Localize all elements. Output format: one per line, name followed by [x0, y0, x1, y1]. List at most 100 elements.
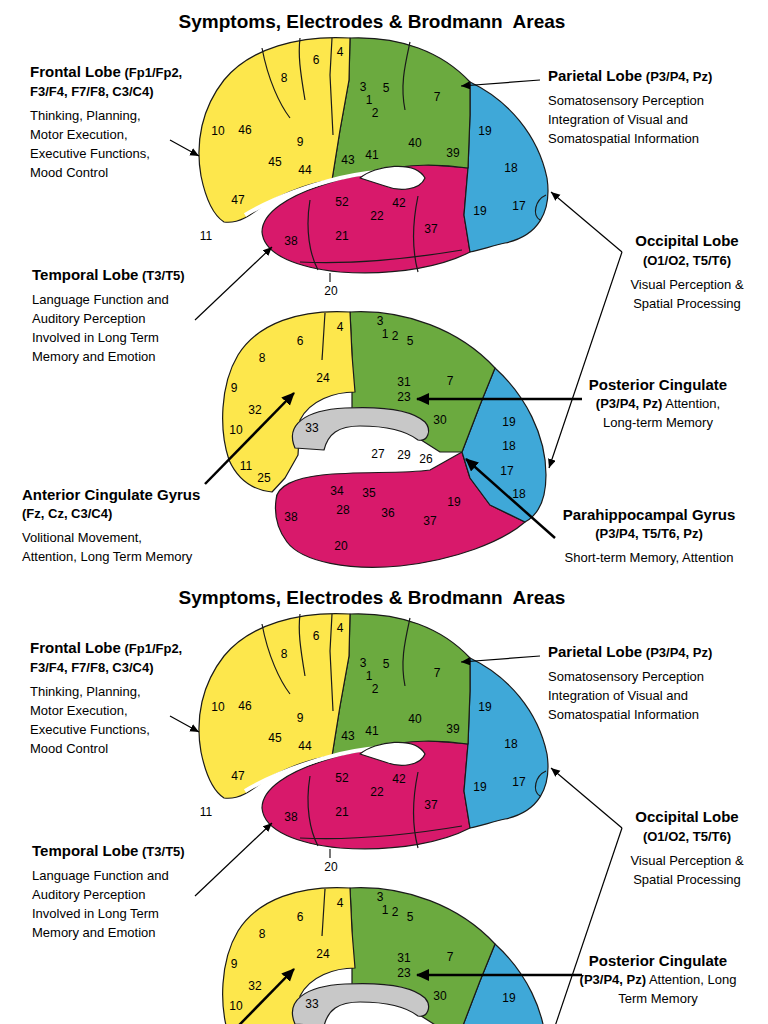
brodmann-number: 9: [297, 711, 304, 725]
brodmann-number: 3: [377, 314, 384, 328]
brodmann-number: 29: [397, 448, 410, 462]
brodmann-number: 32: [248, 979, 261, 993]
brodmann-number: 9: [297, 135, 304, 149]
brodmann-number: 25: [257, 471, 270, 485]
lobe-heading: Occipital Lobe: [635, 232, 738, 249]
brodmann-number: 41: [365, 148, 378, 162]
brodmann-number: 38: [284, 510, 297, 524]
brodmann-number: 7: [447, 374, 454, 388]
brodmann-number: 11: [240, 459, 252, 473]
lobe-heading: Parahippocampal Gyrus: [535, 505, 763, 524]
brodmann-number: 26: [419, 452, 432, 466]
brodmann-number: 2: [392, 905, 399, 919]
callout-block: Parietal Lobe (P3/P4, Pz)Somatosensory P…: [548, 642, 760, 724]
brodmann-number: 8: [281, 647, 288, 661]
electrode-sites: (O1/O2, T5/T6): [643, 829, 731, 844]
brodmann-number: 45: [268, 731, 281, 745]
brodmann-number: 44: [298, 739, 311, 753]
callout-block: Posterior Cingulate (P3/P4, Pz) Attentio…: [578, 951, 738, 1008]
lobe-heading: Parietal Lobe: [548, 67, 642, 84]
brodmann-number: 6: [313, 53, 320, 67]
brodmann-number: 20: [324, 860, 337, 874]
brodmann-number: 33: [305, 997, 318, 1011]
brodmann-number: 6: [297, 910, 304, 924]
lobe-heading: Posterior Cingulate: [578, 375, 738, 394]
brodmann-number: 43: [341, 153, 354, 167]
brodmann-number: 19: [502, 415, 515, 429]
brodmann-number: 6: [313, 629, 320, 643]
lateral-brain: [199, 614, 548, 858]
brodmann-number: 41: [365, 724, 378, 738]
callout-block: Occipital Lobe (O1/O2, T5/T6)Visual Perc…: [612, 231, 762, 313]
brodmann-number: 5: [407, 910, 414, 924]
callout-block: Temporal Lobe (T3/T5)Language Function a…: [32, 841, 222, 942]
brodmann-number: 20: [324, 284, 337, 298]
brodmann-number: 23: [397, 390, 410, 404]
lobe-heading: Posterior Cingulate: [578, 951, 738, 970]
brodmann-number: 40: [408, 136, 421, 150]
callout-block: Occipital Lobe (O1/O2, T5/T6)Visual Perc…: [612, 807, 762, 889]
brodmann-number: 3: [377, 890, 384, 904]
callout-block: Posterior Cingulate (P3/P4, Pz) Attentio…: [578, 375, 738, 432]
medial-brain: [223, 888, 546, 1024]
brodmann-number: 45: [268, 155, 281, 169]
brodmann-number: 37: [424, 798, 437, 812]
lobe-heading: Frontal Lobe: [30, 639, 121, 656]
function-text: Somatosensory Perception Integration of …: [548, 91, 760, 148]
brodmann-number: 46: [238, 123, 251, 137]
function-text: Thinking, Planning, Motor Execution, Exe…: [30, 106, 162, 182]
brodmann-number: 31: [397, 951, 410, 965]
brodmann-number: 38: [284, 810, 297, 824]
brodmann-number: 2: [372, 106, 379, 120]
brodmann-number: 21: [335, 805, 348, 819]
callout-block: Frontal Lobe (Fp1/Fp2, F3/F4, F7/F8, C3/…: [30, 62, 210, 182]
callout-block: Parietal Lobe (P3/P4, Pz)Somatosensory P…: [548, 66, 760, 148]
brodmann-number: 27: [371, 447, 384, 461]
brodmann-number: 37: [423, 514, 436, 528]
electrode-sites: (P3/P4, T5/T6, Pz): [535, 524, 763, 543]
brodmann-number: 28: [336, 503, 349, 517]
brodmann-number: 19: [502, 991, 515, 1005]
lobe-heading: Occipital Lobe: [635, 808, 738, 825]
brodmann-number: 52: [335, 195, 348, 209]
brodmann-number: 8: [259, 351, 266, 365]
brodmann-number: 47: [231, 769, 244, 783]
brodmann-number: 17: [500, 464, 513, 478]
leader-arrow: [466, 459, 555, 538]
callout-block: Anterior Cingulate Gyrus(Fz, Cz, C3/C4)V…: [22, 485, 222, 566]
brodmann-number: 37: [424, 222, 437, 236]
brodmann-number: 21: [335, 229, 348, 243]
lobe-heading: Frontal Lobe: [30, 63, 121, 80]
brodmann-number: 42: [392, 196, 405, 210]
brodmann-number: 18: [504, 161, 517, 175]
brodmann-number: 17: [512, 775, 525, 789]
diagram-title: Symptoms, Electrodes & Brodmann Areas: [0, 587, 744, 609]
brodmann-number: 47: [231, 193, 244, 207]
lateral-brain: [199, 38, 548, 282]
brodmann-number: 17: [512, 199, 525, 213]
brodmann-number: 5: [383, 81, 390, 95]
brodmann-number: 2: [392, 329, 399, 343]
brodmann-number: 20: [334, 539, 347, 553]
brodmann-number: 46: [238, 699, 251, 713]
electrode-sites: (P3/P4, Pz): [646, 645, 712, 660]
lobe-heading: Temporal Lobe: [32, 842, 138, 859]
brodmann-number: 40: [408, 712, 421, 726]
brodmann-number: 39: [446, 146, 459, 160]
brodmann-number: 22: [370, 785, 383, 799]
brodmann-number: 8: [259, 927, 266, 941]
brodmann-number: 2: [372, 682, 379, 696]
brodmann-number: 1: [382, 903, 389, 917]
brodmann-number: 24: [316, 947, 329, 961]
brodmann-number: 4: [337, 896, 344, 910]
brodmann-number: 36: [381, 506, 394, 520]
function-text: Short-term Memory, Attention: [535, 548, 763, 567]
electrode-sites: (O1/O2, T5/T6): [643, 253, 731, 268]
brodmann-number: 34: [330, 484, 343, 498]
brodmann-number: 39: [446, 722, 459, 736]
callout-block: Temporal Lobe (T3/T5)Language Function a…: [32, 265, 222, 366]
brodmann-number: 30: [433, 413, 446, 427]
lobe-heading: Anterior Cingulate Gyrus: [22, 485, 222, 504]
electrode-sites: (T3/T5): [142, 844, 185, 859]
